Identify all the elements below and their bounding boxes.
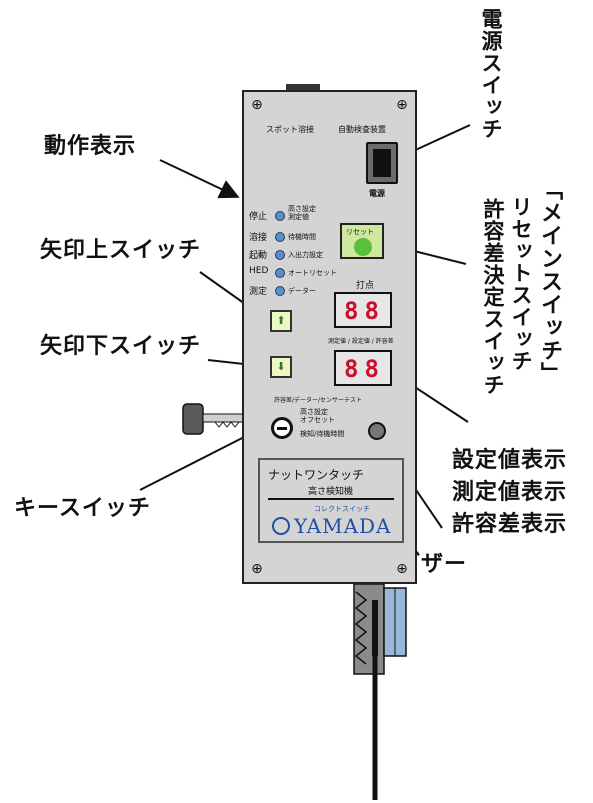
callout-key-switch: キースイッチ xyxy=(14,496,151,521)
reset-button[interactable]: リセット xyxy=(340,223,384,259)
led-start-icon xyxy=(275,250,285,260)
arrow-up-icon: ⬆ xyxy=(276,314,286,327)
callout-power-switch: 電源スイッチ xyxy=(479,8,503,140)
screw-icon: ⊕ xyxy=(396,97,408,113)
value-display: 88 xyxy=(334,350,392,386)
screw-icon: ⊕ xyxy=(251,97,263,113)
screw-icon: ⊕ xyxy=(251,561,263,577)
key-mode-bottom: 検知/待機時間 xyxy=(300,430,345,438)
arrow-up-button[interactable]: ⬆ xyxy=(270,310,292,332)
status-desc-wait: 待機時間 xyxy=(288,233,316,241)
screw-icon: ⊕ xyxy=(396,561,408,577)
callout-arrow-down-switch: 矢印下スイッチ xyxy=(40,334,202,359)
panel-header-right: 自動検査装置 xyxy=(338,125,386,134)
led-weld-icon xyxy=(275,232,285,242)
power-rocker-icon xyxy=(373,149,391,177)
callout-tolerance-display: 許容差表示 xyxy=(452,512,568,537)
callout-arrow-up-switch: 矢印上スイッチ xyxy=(40,238,202,263)
key-slot-icon xyxy=(277,427,287,430)
product-sub: 高さ検知機 xyxy=(308,487,354,497)
product-name: ナットワンタッチ xyxy=(268,468,365,482)
value-display-digits: 88 xyxy=(344,355,385,383)
led-hed-icon xyxy=(275,268,285,278)
brand-name: YAMADA xyxy=(294,514,392,538)
status-label-hed: HED xyxy=(249,266,269,276)
led-stop-icon xyxy=(275,211,285,221)
power-label: 電源 xyxy=(369,189,385,198)
callout-setting-display: 設定値表示 xyxy=(452,448,568,473)
panel-header-left: スポット溶接 xyxy=(266,125,314,134)
status-label-weld: 溶接 xyxy=(249,233,268,243)
key-mode-mid: 高さ設定 オフセット xyxy=(300,408,335,424)
status-desc-io: 入出力設定 xyxy=(288,251,323,259)
key-mode-top: 許容差/データー/センサーテスト xyxy=(274,397,363,404)
callout-reset-switch: リセットスイッチ xyxy=(509,196,533,372)
power-switch[interactable] xyxy=(366,142,398,184)
status-label-measure: 測定 xyxy=(249,287,268,297)
arrow-down-icon: ⬇ xyxy=(276,360,286,373)
sensor-connector xyxy=(353,583,407,800)
key-switch[interactable] xyxy=(271,417,293,439)
status-desc-height: 高さ設定 測定値 xyxy=(288,205,316,221)
status-desc-data: データー xyxy=(288,287,316,295)
reset-label: リセット xyxy=(346,228,374,236)
status-label-stop: 停止 xyxy=(249,212,268,222)
status-label-start: 起動 xyxy=(249,251,268,261)
callout-operation-display: 動作表示 xyxy=(44,134,137,159)
hit-count-value: 88 xyxy=(344,297,385,325)
display2-caption: 測定値 / 設定値 / 許容差 xyxy=(328,338,394,345)
callout-main-switch: 「メインスイッチ」 xyxy=(537,178,562,385)
label-divider xyxy=(268,498,394,500)
brand-logo-icon xyxy=(272,517,290,535)
hit-count-display: 88 xyxy=(334,292,392,328)
control-panel: ⊕ ⊕ ⊕ ⊕ スポット溶接 自動検査装置 電源 停止 高さ設定 測定値 溶接 … xyxy=(242,90,417,584)
product-label: ナットワンタッチ 高さ検知機 コレクトスイッチ YAMADA xyxy=(258,458,404,543)
status-desc-autoreset: オートリセット xyxy=(288,269,337,277)
hit-count-label: 打点 xyxy=(356,281,375,291)
led-measure-icon xyxy=(275,286,285,296)
callout-measure-display: 測定値表示 xyxy=(452,480,568,505)
callout-tolerance-switch: 許容差決定スイッチ xyxy=(481,198,505,396)
arrow-down-button[interactable]: ⬇ xyxy=(270,356,292,378)
brand-sub: コレクトスイッチ xyxy=(314,505,370,513)
buzzer-icon xyxy=(368,422,386,440)
leader-operation xyxy=(159,159,240,199)
reset-led-icon xyxy=(354,238,372,256)
